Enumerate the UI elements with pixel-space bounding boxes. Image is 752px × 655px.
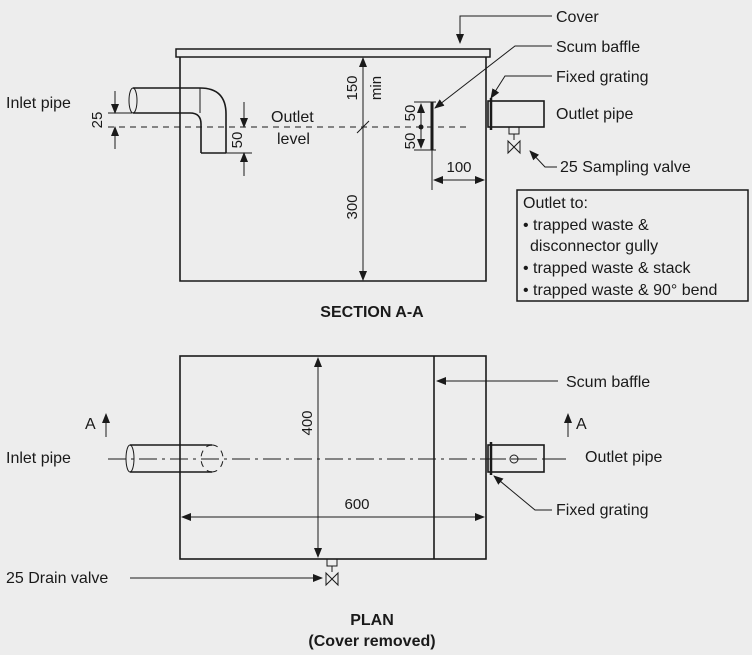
plan-view: A A 400 600 Scum baffle (6, 355, 662, 650)
outlet-to-item: • trapped waste & (523, 217, 649, 234)
plan-drain-valve (325, 558, 339, 587)
dim-inlet-dip (226, 102, 252, 176)
section-cover (175, 48, 491, 58)
section-tank (179, 57, 487, 282)
label-sampling-valve: 25 Sampling valve (560, 159, 691, 176)
outlet-to-item: • trapped waste & stack (523, 260, 691, 277)
dim-baffle-vertical (414, 101, 436, 151)
plan-label-inlet-pipe: Inlet pipe (6, 450, 71, 467)
label-inlet-pipe: Inlet pipe (6, 95, 71, 112)
dim-inlet-drop (108, 91, 132, 149)
section-inlet-pipe (128, 87, 227, 154)
section-leaders (434, 15, 557, 168)
plan-leaders (130, 377, 558, 582)
plan-label-scum-baffle: Scum baffle (566, 374, 650, 391)
section-marker-left-label: A (85, 416, 96, 433)
plan-label-fixed-grating: Fixed grating (556, 502, 649, 519)
plan-outlet-pipe (487, 442, 566, 475)
plan-title: PLAN (350, 612, 394, 629)
label-cover: Cover (556, 9, 599, 26)
plan-tank (179, 355, 487, 560)
dim-depth-label: 300 (344, 194, 361, 219)
label-scum-baffle: Scum baffle (556, 39, 640, 56)
outlet-to-item: • trapped waste & 90° bend (523, 282, 717, 299)
dim-plan-length-label: 600 (344, 496, 369, 513)
dim-inlet-dip-label: 50 (229, 132, 246, 149)
dim-baffle-above-label: 50 (402, 105, 419, 122)
outlet-to-box (516, 189, 749, 302)
section-title: SECTION A-A (320, 304, 424, 321)
section-outlet-pipe (487, 98, 545, 155)
dim-inlet-drop-label: 25 (89, 112, 106, 129)
dim-baffle-gap (431, 150, 485, 190)
dim-top-space-note: min (368, 76, 385, 100)
outlet-level-label-line1: Outlet (271, 109, 314, 126)
plan-subtitle: (Cover removed) (308, 633, 435, 650)
dim-vertical-main (356, 57, 370, 281)
label-outlet-pipe: Outlet pipe (556, 106, 633, 123)
section-marker-right-label: A (576, 416, 587, 433)
outlet-to-title: Outlet to: (523, 195, 588, 212)
plan-inlet-pipe (125, 444, 224, 473)
outlet-level-label-line2: level (277, 131, 310, 148)
dim-top-space-label: 150 (344, 75, 361, 100)
label-fixed-grating: Fixed grating (556, 69, 649, 86)
dim-plan-width-label: 400 (299, 410, 316, 435)
plan-label-drain-valve: 25 Drain valve (6, 570, 108, 587)
outlet-to-item: disconnector gully (530, 238, 658, 255)
dim-baffle-gap-label: 100 (446, 159, 471, 176)
dim-baffle-below-label: 50 (402, 133, 419, 150)
plan-label-outlet-pipe: Outlet pipe (585, 449, 662, 466)
section-view: 25 50 Outlet level 150 min 300 50 50 (6, 9, 749, 321)
